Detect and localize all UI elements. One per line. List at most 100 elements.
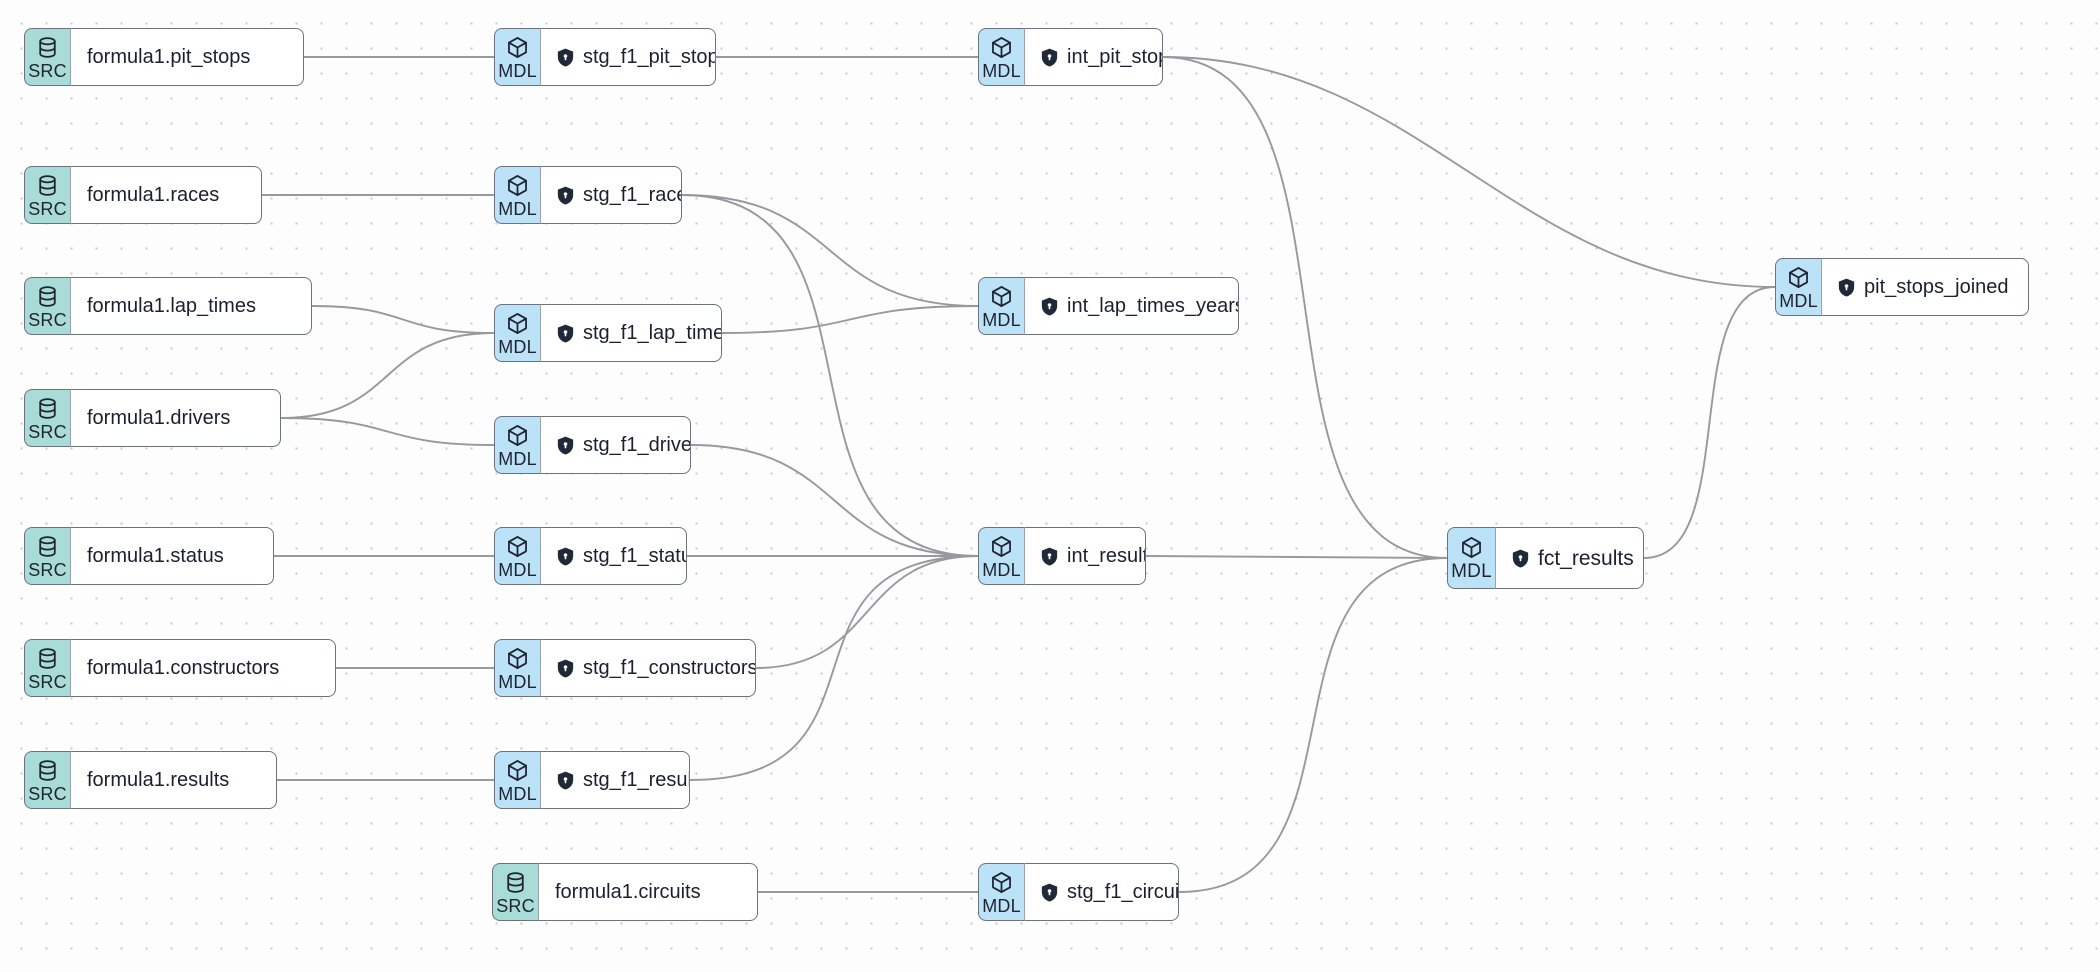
lineage-edge-stg_circuits-to-fct_results xyxy=(1178,557,1448,893)
node-type-label: MDL xyxy=(982,559,1021,580)
node-type-badge-mdl: MDL xyxy=(494,28,540,86)
cube-icon xyxy=(989,870,1014,895)
node-type-label: MDL xyxy=(498,60,537,81)
node-type-label: SRC xyxy=(28,309,67,330)
node-label: stg_f1_constructors xyxy=(583,657,756,679)
node-label: formula1.circuits xyxy=(555,881,701,903)
cube-icon xyxy=(505,534,530,559)
node-type-label: SRC xyxy=(496,895,535,916)
node-type-badge-mdl: MDL xyxy=(494,304,540,362)
database-icon xyxy=(35,396,60,421)
node-body[interactable]: int_lap_times_years xyxy=(1024,277,1239,335)
node-type-badge-src: SRC xyxy=(24,527,70,585)
node-body[interactable]: stg_f1_status xyxy=(540,527,687,585)
node-type-badge-src: SRC xyxy=(24,751,70,809)
node-body[interactable]: stg_f1_lap_times xyxy=(540,304,722,362)
node-label: int_results xyxy=(1067,545,1145,567)
node-body[interactable]: stg_f1_races xyxy=(540,166,682,224)
node-type-label: SRC xyxy=(28,559,67,580)
node-type-badge-mdl: MDL xyxy=(494,527,540,585)
lineage-node-src_circuits[interactable]: SRC formula1.circuits xyxy=(492,863,758,921)
node-type-badge-mdl: MDL xyxy=(978,527,1024,585)
lineage-edge-src_drivers-to-stg_drivers xyxy=(280,417,495,446)
node-body[interactable]: formula1.results xyxy=(70,751,277,809)
node-type-badge-mdl: MDL xyxy=(494,639,540,697)
shield-icon xyxy=(557,48,574,67)
node-body[interactable]: pit_stops_joined xyxy=(1821,258,2029,316)
node-label: formula1.constructors xyxy=(87,657,280,679)
node-body[interactable]: formula1.races xyxy=(70,166,262,224)
lineage-node-stg_circuits[interactable]: MDL stg_f1_circuits xyxy=(978,863,1179,921)
database-icon xyxy=(35,173,60,198)
shield-icon xyxy=(1041,547,1058,566)
node-body[interactable]: fct_results xyxy=(1495,527,1644,589)
database-icon xyxy=(35,534,60,559)
cube-icon xyxy=(1786,265,1811,290)
node-label: stg_f1_circuits xyxy=(1067,881,1179,903)
lineage-node-stg_constructors[interactable]: MDL stg_f1_constructors xyxy=(494,639,756,697)
node-label: fct_results xyxy=(1538,546,1634,570)
lineage-edge-stg_constructors-to-int_results xyxy=(755,555,979,669)
database-icon xyxy=(35,758,60,783)
shield-icon xyxy=(1041,48,1058,67)
node-type-badge-mdl: MDL xyxy=(978,863,1024,921)
node-type-label: MDL xyxy=(498,198,537,219)
node-label: stg_f1_pit_stops xyxy=(583,46,716,68)
cube-icon xyxy=(505,758,530,783)
node-body[interactable]: formula1.circuits xyxy=(538,863,758,921)
lineage-edge-int_results-to-fct_results xyxy=(1145,555,1448,559)
lineage-node-stg_status[interactable]: MDL stg_f1_status xyxy=(494,527,687,585)
node-body[interactable]: stg_f1_constructors xyxy=(540,639,756,697)
node-label: formula1.status xyxy=(87,545,224,567)
node-body[interactable]: int_results xyxy=(1024,527,1146,585)
shield-icon xyxy=(1041,297,1058,316)
lineage-node-src_status[interactable]: SRC formula1.status xyxy=(24,527,274,585)
node-body[interactable]: formula1.drivers xyxy=(70,389,281,447)
node-body[interactable]: stg_f1_pit_stops xyxy=(540,28,716,86)
node-type-badge-mdl: MDL xyxy=(494,166,540,224)
node-body[interactable]: formula1.lap_times xyxy=(70,277,312,335)
node-type-badge-mdl: MDL xyxy=(978,277,1024,335)
node-body[interactable]: formula1.constructors xyxy=(70,639,336,697)
lineage-node-stg_pit_stops[interactable]: MDL stg_f1_pit_stops xyxy=(494,28,716,86)
lineage-edge-stg_drivers-to-int_results xyxy=(690,444,979,557)
shield-icon xyxy=(557,436,574,455)
shield-icon xyxy=(557,771,574,790)
node-body[interactable]: int_pit_stops xyxy=(1024,28,1163,86)
node-type-badge-src: SRC xyxy=(24,166,70,224)
node-body[interactable]: formula1.status xyxy=(70,527,274,585)
node-type-badge-mdl: MDL xyxy=(494,751,540,809)
node-label: stg_f1_status xyxy=(583,545,686,567)
node-body[interactable]: stg_f1_drivers xyxy=(540,416,691,474)
node-label: pit_stops_joined xyxy=(1864,276,2009,298)
node-type-label: MDL xyxy=(498,671,537,692)
node-type-label: MDL xyxy=(498,336,537,357)
node-type-label: MDL xyxy=(498,783,537,804)
node-body[interactable]: stg_f1_results xyxy=(540,751,690,809)
node-type-badge-mdl: MDL xyxy=(978,28,1024,86)
lineage-edge-stg_races-to-int_lap_times_years xyxy=(681,194,979,307)
node-body[interactable]: formula1.pit_stops xyxy=(70,28,304,86)
node-body[interactable]: stg_f1_circuits xyxy=(1024,863,1179,921)
node-type-label: SRC xyxy=(28,783,67,804)
database-icon xyxy=(503,870,528,895)
shield-icon xyxy=(557,547,574,566)
shield-icon xyxy=(1838,278,1855,297)
cube-icon xyxy=(505,646,530,671)
lineage-node-int_results[interactable]: MDL int_results xyxy=(978,527,1146,585)
